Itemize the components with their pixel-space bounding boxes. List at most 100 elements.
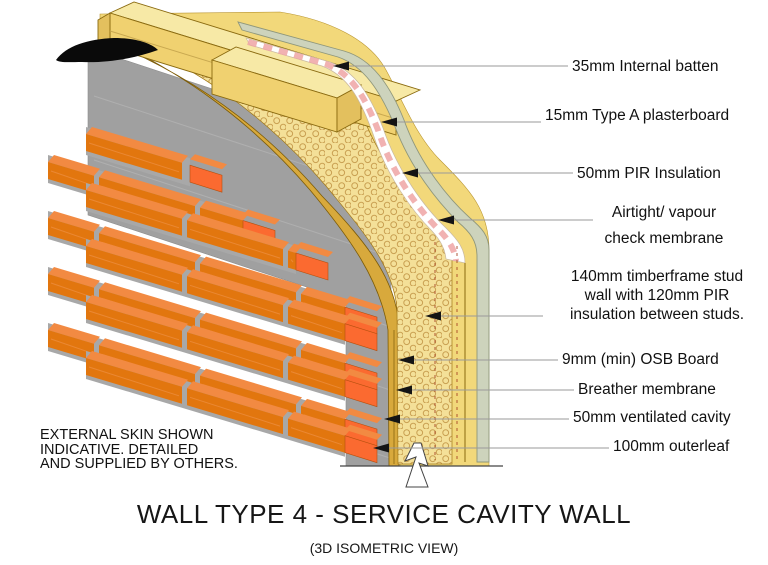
brick-end-face bbox=[344, 379, 378, 408]
brick-top-face bbox=[99, 338, 201, 375]
brick-end-top bbox=[243, 209, 280, 225]
brick-top-face bbox=[187, 269, 289, 306]
page-title: WALL TYPE 4 - SERVICE CAVITY WALL bbox=[136, 499, 632, 529]
brick-course bbox=[86, 127, 227, 193]
callout-label: check membrane bbox=[605, 230, 724, 247]
brick-streak bbox=[290, 371, 343, 390]
callout-label: Breather membrane bbox=[578, 381, 716, 398]
brick-course bbox=[86, 239, 382, 352]
brick-streak bbox=[88, 366, 180, 397]
brick-top-face bbox=[301, 342, 351, 364]
callout-label: insulation between studs. bbox=[570, 306, 744, 323]
brick-top-face bbox=[99, 226, 201, 263]
brick-streak bbox=[189, 228, 281, 259]
brick-top-face bbox=[48, 267, 100, 288]
brick-top-face bbox=[200, 200, 249, 221]
stud-fixing-lines bbox=[393, 242, 466, 464]
brick-course bbox=[86, 295, 382, 408]
leader-arrow-icon bbox=[381, 117, 397, 127]
callout-label: 50mm ventilated cavity bbox=[573, 409, 731, 426]
brick-streak bbox=[50, 338, 92, 354]
brick-end-top bbox=[345, 296, 382, 312]
brick-streak bbox=[88, 198, 180, 229]
brick-end-top bbox=[345, 424, 382, 440]
brick-course bbox=[86, 183, 333, 281]
callout-label: 15mm Type A plasterboard bbox=[545, 107, 729, 124]
leader-arrow-icon bbox=[402, 168, 418, 178]
break-symbol bbox=[403, 442, 429, 488]
callout-breather-membrane: Breather membrane bbox=[396, 381, 716, 398]
callout-label: 100mm outerleaf bbox=[613, 438, 730, 455]
brick-top-face bbox=[187, 325, 289, 362]
brick-streak bbox=[189, 340, 281, 371]
leader-arrow-icon bbox=[425, 311, 441, 321]
brick-top-face bbox=[86, 351, 188, 387]
callout-timberframe: 140mm timberframe stud wall with 120mm PI… bbox=[425, 268, 744, 323]
brick-top-face bbox=[301, 398, 351, 420]
brick-streak bbox=[290, 315, 343, 334]
brick-streak bbox=[189, 284, 281, 315]
internal-batten-beam bbox=[210, 46, 363, 133]
brick-top-face bbox=[288, 411, 351, 436]
callout-airtight-membrane: Airtight/ vapour check membrane bbox=[438, 204, 723, 247]
brick-top-face bbox=[187, 213, 289, 250]
note-line: INDICATIVE. DETAILED bbox=[40, 441, 199, 458]
brick-top-face bbox=[86, 183, 188, 219]
brick-end-top bbox=[296, 242, 333, 257]
brick-streak bbox=[189, 396, 281, 427]
brick-top-face bbox=[99, 170, 201, 207]
brick-top-face bbox=[200, 312, 302, 349]
brick-top-face bbox=[187, 381, 289, 418]
leader-arrow-icon bbox=[333, 61, 349, 71]
leader-arrow-icon bbox=[373, 443, 389, 453]
brick-end-face bbox=[295, 252, 329, 281]
brick-top-face bbox=[86, 295, 188, 331]
brick-streak bbox=[290, 427, 343, 446]
brick-end-face bbox=[344, 323, 378, 352]
brick-top-face bbox=[200, 368, 302, 405]
brick-end-top bbox=[345, 408, 382, 424]
brick-top-face bbox=[200, 256, 302, 293]
brick-streak bbox=[88, 254, 180, 285]
brick-top-face bbox=[288, 355, 351, 380]
leader-arrow-icon bbox=[396, 385, 412, 395]
callout-plasterboard: 15mm Type A plasterboard bbox=[381, 107, 729, 127]
brick-course bbox=[86, 351, 382, 464]
brick-streak bbox=[88, 310, 180, 341]
brick-end-face bbox=[189, 164, 223, 193]
brick-top-face bbox=[86, 239, 188, 275]
brick-top-face bbox=[86, 127, 188, 163]
callout-label: Airtight/ vapour bbox=[612, 204, 716, 221]
callout-label: 9mm (min) OSB Board bbox=[562, 351, 719, 368]
brick-top-face bbox=[301, 286, 351, 308]
callout-label: 140mm timberframe stud bbox=[571, 268, 743, 285]
brick-streak bbox=[50, 282, 92, 298]
external-skin-note: EXTERNAL SKIN SHOWN INDICATIVE. DETAILED… bbox=[40, 428, 238, 472]
note-line: AND SUPPLIED BY OTHERS. bbox=[40, 456, 238, 472]
brick-streak bbox=[50, 226, 92, 242]
page-subtitle: (3D ISOMETRIC VIEW) bbox=[309, 540, 459, 556]
leader-arrow-icon bbox=[384, 414, 400, 424]
brick-top-face bbox=[99, 282, 201, 319]
brick-top-face bbox=[48, 211, 100, 232]
leader-arrow-icon bbox=[398, 355, 414, 365]
callouts: 35mm Internal batten 15mm Type A plasterb… bbox=[333, 58, 744, 455]
callout-outerleaf: 100mm outerleaf bbox=[373, 438, 730, 455]
callout-osb-board: 9mm (min) OSB Board bbox=[398, 351, 719, 368]
brick-wall bbox=[48, 127, 382, 464]
brick-end-top bbox=[345, 312, 382, 328]
brick-streak bbox=[88, 142, 180, 173]
callout-label: wall with 120mm PIR bbox=[584, 287, 730, 304]
note-line: EXTERNAL SKIN SHOWN bbox=[40, 427, 214, 443]
callout-pir-insulation: 50mm PIR Insulation bbox=[402, 165, 721, 182]
brick-streak bbox=[50, 170, 92, 186]
brick-top-face bbox=[288, 299, 351, 324]
callout-label: 35mm Internal batten bbox=[572, 58, 718, 75]
leader-arrow-icon bbox=[438, 215, 454, 225]
brick-end-top bbox=[190, 154, 227, 170]
callout-internal-batten: 35mm Internal batten bbox=[333, 58, 718, 75]
callout-ventilated-cavity: 50mm ventilated cavity bbox=[384, 409, 731, 426]
brick-end-top bbox=[345, 352, 382, 368]
